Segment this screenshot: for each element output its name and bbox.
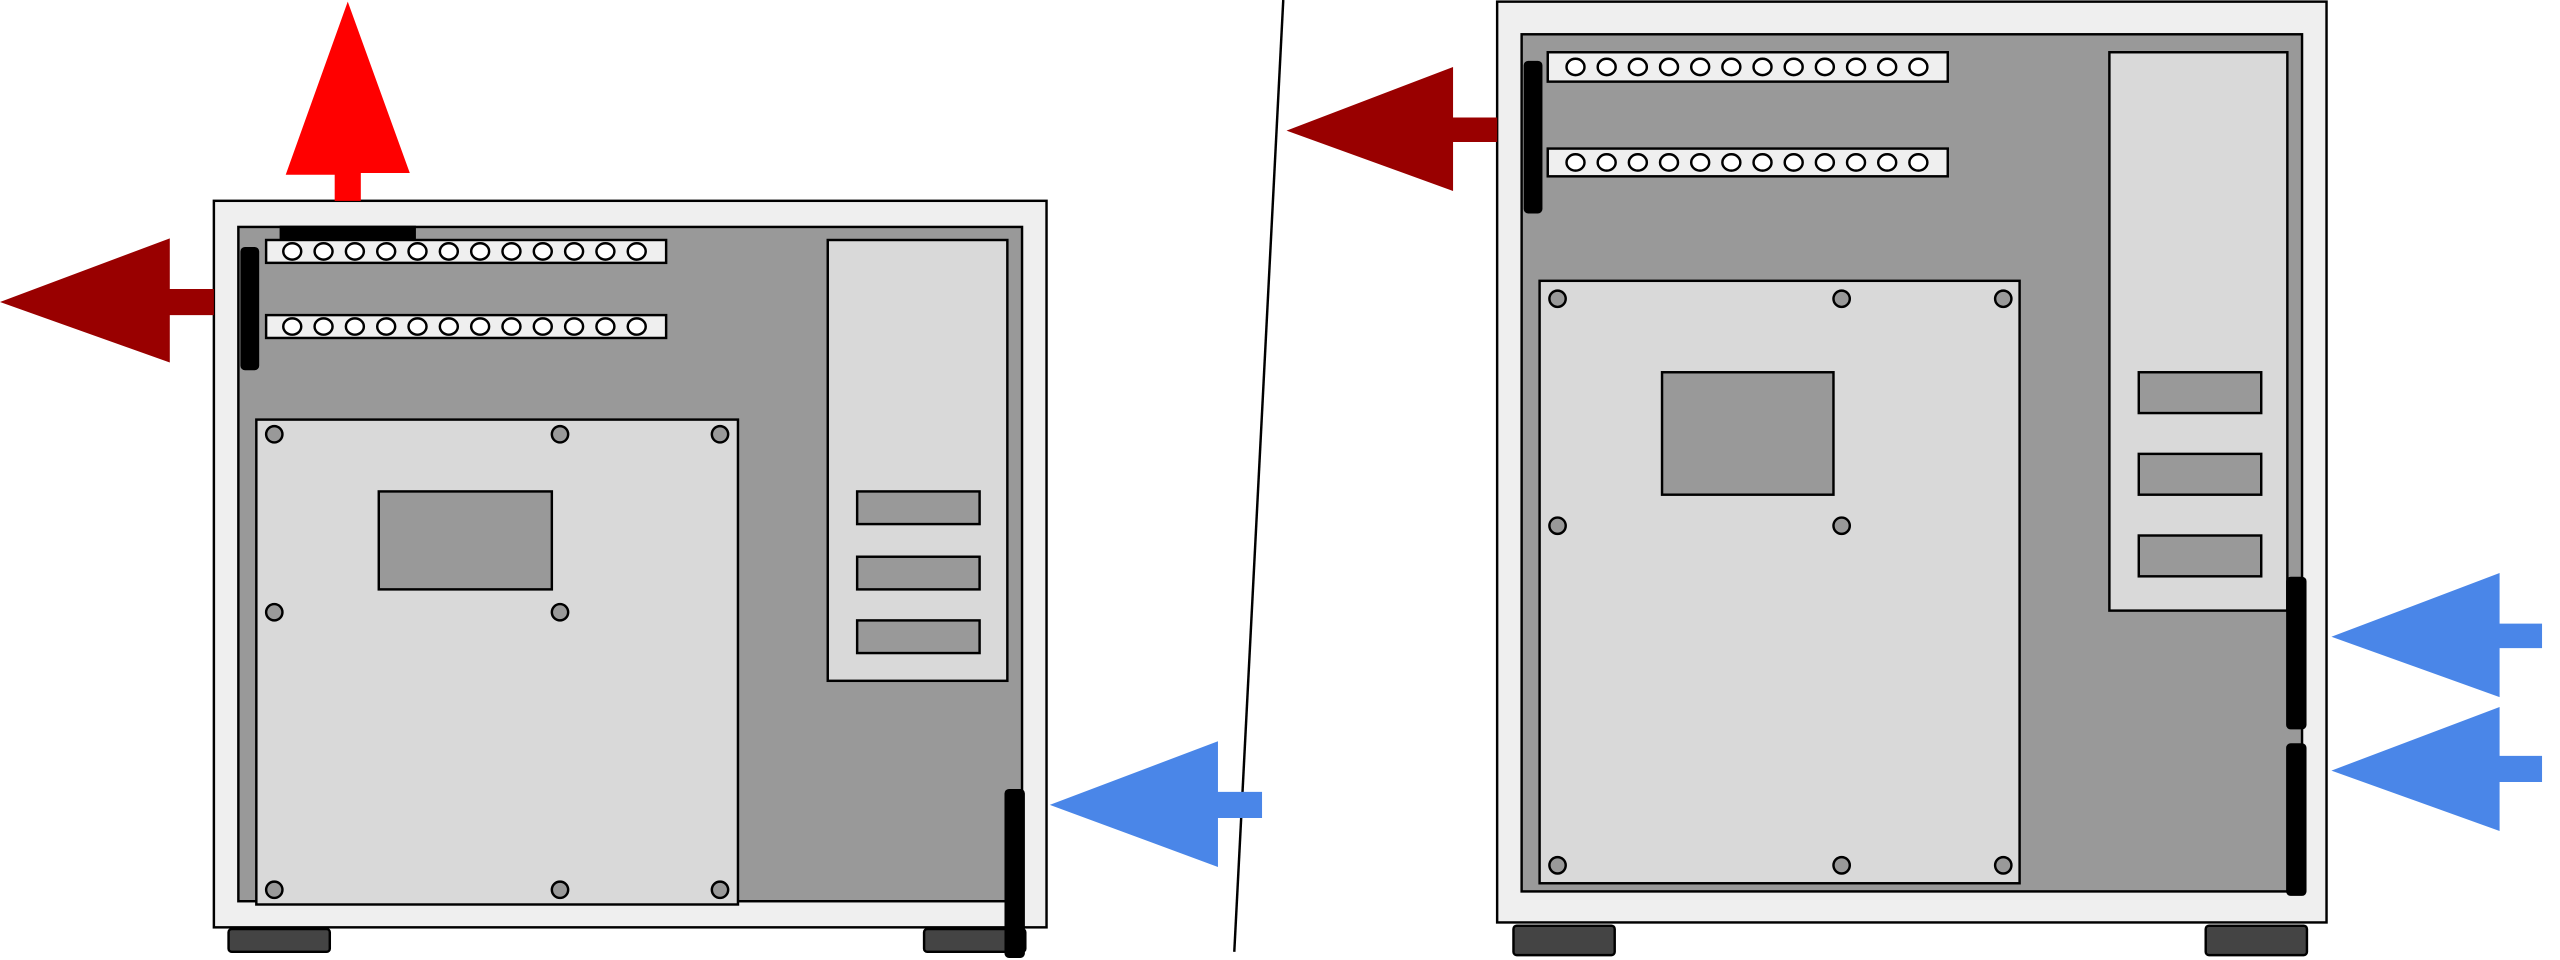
cpu-chip bbox=[377, 490, 554, 591]
standoff-screw bbox=[1993, 855, 2013, 875]
standoff-screw bbox=[1548, 289, 1567, 309]
standoff-screw bbox=[264, 880, 284, 900]
vent-hole bbox=[532, 317, 553, 336]
fan-bar bbox=[2286, 576, 2307, 730]
vent-hole bbox=[626, 317, 647, 336]
vent-hole bbox=[1689, 57, 1711, 77]
drive-bay bbox=[855, 619, 981, 655]
fan-bar bbox=[2286, 743, 2307, 896]
intake-arrow bbox=[1049, 741, 1263, 867]
vent-hole bbox=[1752, 153, 1773, 172]
fan-bar bbox=[1004, 788, 1025, 958]
vent-hole bbox=[313, 242, 334, 261]
vent-hole bbox=[1658, 153, 1680, 172]
vent-hole bbox=[626, 242, 647, 261]
vent-hole bbox=[469, 242, 491, 261]
vent-hole bbox=[438, 242, 460, 261]
vent-hole bbox=[1783, 57, 1804, 77]
top-fan-bar bbox=[279, 225, 416, 242]
standoff-screw bbox=[1832, 289, 1852, 309]
vent-hole bbox=[1627, 153, 1649, 172]
drive-cage bbox=[826, 238, 1009, 683]
vent-hole bbox=[1908, 153, 1929, 172]
vent-hole bbox=[407, 317, 428, 336]
standoff-screw bbox=[1548, 855, 1567, 875]
vent-hole bbox=[1721, 153, 1742, 172]
standoff-screw bbox=[264, 602, 284, 622]
vent-hole bbox=[1596, 153, 1617, 172]
vent-hole bbox=[1814, 153, 1836, 172]
case-foot bbox=[922, 927, 1027, 954]
standoff-screw bbox=[550, 424, 570, 444]
fan-bar bbox=[240, 246, 260, 371]
vent-hole bbox=[1596, 57, 1617, 77]
fan-bar bbox=[1523, 60, 1543, 214]
drive-bay bbox=[2137, 452, 2263, 496]
standoff-screw bbox=[264, 424, 284, 444]
vent-hole bbox=[1783, 153, 1804, 172]
case-foot bbox=[1512, 924, 1616, 957]
rear-exhaust-arrow bbox=[0, 238, 214, 363]
vent-hole bbox=[1565, 57, 1586, 77]
standoff-screw bbox=[710, 880, 730, 900]
standoff-screw bbox=[1832, 516, 1852, 536]
vent-hole bbox=[1876, 57, 1898, 77]
vent-hole bbox=[595, 317, 616, 336]
expansion-slot-strip bbox=[1546, 147, 1949, 178]
expansion-slot-strip bbox=[264, 238, 668, 265]
vent-hole bbox=[375, 242, 397, 261]
right-case bbox=[1495, 0, 2328, 957]
vent-hole bbox=[1721, 57, 1742, 77]
drive-bay bbox=[2137, 534, 2263, 578]
vent-hole bbox=[282, 242, 303, 261]
vent-hole bbox=[501, 242, 522, 261]
airflow-arrows bbox=[0, 1, 2543, 867]
standoff-screw bbox=[550, 602, 570, 622]
expansion-slot-strip bbox=[1546, 51, 1949, 83]
vent-hole bbox=[1814, 57, 1836, 77]
vent-hole bbox=[563, 317, 585, 336]
intake-arrow bbox=[2331, 706, 2543, 832]
drive-bay bbox=[2137, 371, 2263, 415]
standoff-screw bbox=[1548, 516, 1567, 536]
vent-hole bbox=[407, 242, 428, 261]
vent-hole bbox=[375, 317, 397, 336]
standoff-screw bbox=[1993, 289, 2013, 309]
vent-hole bbox=[1689, 153, 1711, 172]
vent-hole bbox=[282, 317, 303, 336]
vent-hole bbox=[501, 317, 522, 336]
case-foot bbox=[2204, 924, 2309, 957]
vent-hole bbox=[438, 317, 460, 336]
vent-hole bbox=[1845, 57, 1867, 77]
drive-bay bbox=[855, 555, 981, 591]
intake-arrow bbox=[2331, 573, 2543, 698]
vent-hole bbox=[344, 242, 366, 261]
expansion-slot-strip bbox=[264, 313, 668, 340]
standoff-screw bbox=[1832, 855, 1852, 875]
vent-hole bbox=[344, 317, 366, 336]
vent-hole bbox=[595, 242, 616, 261]
vent-hole bbox=[313, 317, 334, 336]
case-foot bbox=[227, 927, 332, 954]
vent-hole bbox=[469, 317, 491, 336]
rear-exhaust-arrow bbox=[1286, 66, 1498, 192]
vent-hole bbox=[1565, 153, 1586, 172]
drive-cage bbox=[2108, 51, 2289, 612]
vent-hole bbox=[1752, 57, 1773, 77]
vent-hole bbox=[1627, 57, 1649, 77]
standoff-screw bbox=[550, 880, 570, 900]
vent-hole bbox=[1876, 153, 1898, 172]
exhaust-up-arrow bbox=[285, 1, 410, 201]
vent-hole bbox=[1845, 153, 1867, 172]
vent-hole bbox=[1908, 57, 1929, 77]
drive-bay bbox=[855, 490, 981, 526]
standoff-screw bbox=[710, 424, 730, 444]
vent-hole bbox=[563, 242, 585, 261]
vent-hole bbox=[532, 242, 553, 261]
left-case bbox=[212, 199, 1048, 958]
vent-hole bbox=[1658, 57, 1680, 77]
cpu-chip bbox=[1660, 371, 1835, 496]
